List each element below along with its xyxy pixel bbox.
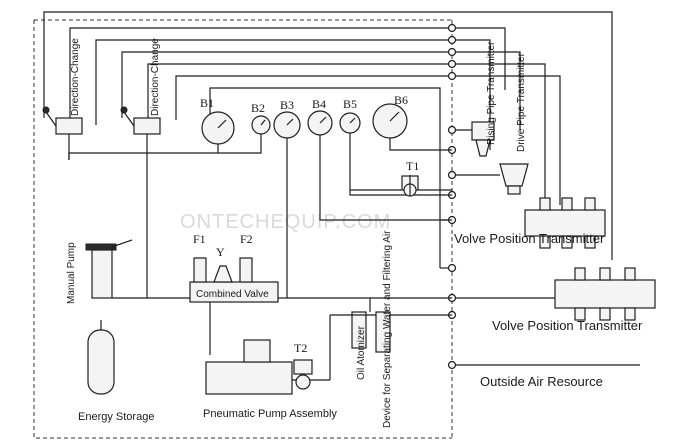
label-b3: B3: [280, 98, 294, 112]
combined-valve-label: Combined Valve: [196, 289, 269, 300]
separating-device-label: Device for Separating Water and Filterin…: [382, 230, 393, 428]
watermark: ONTECHEQUIP.COM: [180, 211, 391, 233]
pneumatic-pump-assembly: [205, 339, 330, 395]
combined-valve: [147, 257, 287, 355]
separating-device-label: Device for Separating Water and Filterin…: [382, 230, 393, 428]
valve-position-transmitter-1: [524, 197, 606, 249]
valve-position-transmitter-2: [455, 267, 656, 321]
label-t1: T1: [406, 159, 419, 173]
pressure-gauge-b6: [372, 103, 452, 151]
label-f2: F2: [240, 232, 253, 246]
pressure-gauge-b3: [273, 111, 452, 299]
rising-pipe-transmitter: [455, 121, 495, 157]
direction-change-label-1: Direction-Change: [70, 38, 81, 116]
regulator-t2: [293, 359, 313, 390]
label-b2: B2: [251, 101, 265, 115]
valve-position-transmitter-label-1: Volve Position Transmitter: [454, 231, 605, 246]
pressure-gauge-b1: [201, 111, 235, 153]
valve-bus-line: [68, 130, 262, 160]
valve-position-transmitter-label-2: Volve Position Transmitter: [492, 318, 643, 333]
direction-change-label-2: Direction-Change: [150, 38, 161, 116]
separating-device: [375, 311, 452, 353]
energy-storage: [87, 320, 115, 395]
rising-pipe-transmitter-label: Rising Pipe Transmitter: [486, 41, 497, 145]
boundary-dashed: [33, 19, 453, 439]
label-b5: B5: [343, 97, 357, 111]
pressure-gauge-b4: [307, 110, 452, 221]
drive-pipe-transmitter: [455, 163, 529, 195]
label-b4: B4: [312, 97, 326, 111]
label-y: Y: [216, 245, 225, 259]
label-b6: B6: [394, 93, 408, 107]
direction-change-valve-2: [120, 106, 161, 298]
energy-storage-label: Energy Storage: [78, 411, 154, 423]
label-f1: F1: [193, 232, 206, 246]
manual-pump-label: Manual Pump: [66, 242, 77, 304]
oil-atomizer-label: Oil Atomizer: [356, 325, 367, 380]
outside-air-resource-label: Outside Air Resource: [480, 374, 603, 389]
oil-atomizer: [330, 311, 376, 349]
direction-change-valve-1: [42, 106, 83, 160]
regulator-t1: [350, 175, 452, 197]
drive-pipe-transmitter-label: Drive Pipe Transmitter: [516, 52, 527, 152]
signal-lines: [43, 11, 613, 269]
label-t2: T2: [294, 341, 307, 355]
pneumatic-pump-assembly-label: Pneumatic Pump Assembly: [203, 408, 337, 420]
label-b1: B1: [200, 96, 214, 110]
pressure-gauge-b5: [339, 112, 452, 196]
manual-pump: [85, 239, 147, 299]
pressure-gauge-b2: [251, 115, 271, 135]
terminal-column: [447, 23, 457, 370]
